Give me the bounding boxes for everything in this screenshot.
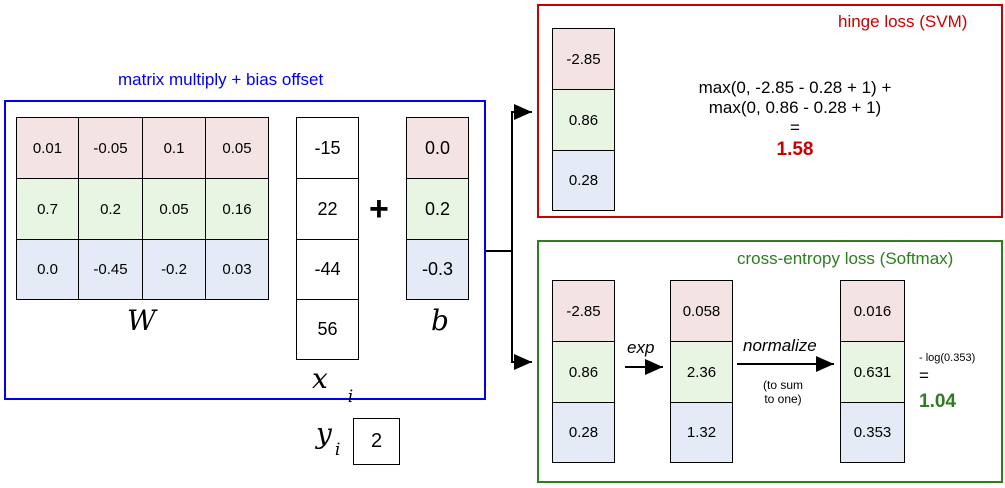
prob-cell: 0.353 bbox=[840, 402, 905, 463]
score-cell: 0.28 bbox=[552, 402, 615, 463]
normalize-label: normalize bbox=[743, 336, 817, 355]
hinge-section-frame bbox=[537, 4, 1003, 218]
W-cell: 0.01 bbox=[16, 117, 79, 179]
softmax-section-frame bbox=[537, 240, 1003, 483]
softmax-section-title: cross-entropy loss (Softmax) bbox=[737, 249, 954, 268]
prob-cell: 0.631 bbox=[840, 341, 905, 403]
x-label: xi bbox=[312, 362, 354, 407]
exp-label: exp bbox=[627, 338, 655, 357]
score-cell: 0.28 bbox=[552, 150, 615, 211]
exp-cell: 0.058 bbox=[670, 280, 733, 342]
W-cell: 0.0 bbox=[16, 239, 79, 300]
score-cell: -2.85 bbox=[552, 28, 615, 90]
W-cell: -0.2 bbox=[142, 239, 206, 300]
W-cell: 0.03 bbox=[205, 239, 269, 300]
softmax-equals: = bbox=[919, 366, 929, 385]
score-cell: 0.86 bbox=[552, 341, 615, 403]
W-cell: 0.16 bbox=[205, 178, 269, 240]
b-cell: 0.2 bbox=[406, 178, 469, 240]
score-cell: 0.86 bbox=[552, 89, 615, 151]
W-cell: 0.05 bbox=[205, 117, 269, 179]
hinge-formula-line1: max(0, -2.85 - 0.28 + 1) + bbox=[698, 78, 892, 97]
b-cell: -0.3 bbox=[406, 239, 469, 300]
prob-cell: 0.016 bbox=[840, 280, 905, 342]
hinge-formula-line2: max(0, 0.86 - 0.28 + 1) bbox=[708, 98, 882, 117]
b-label: b bbox=[431, 304, 449, 337]
W-cell: 0.1 bbox=[142, 117, 206, 179]
normalize-note-line1: (to sum bbox=[762, 378, 803, 392]
y-value-box: 2 bbox=[353, 418, 400, 465]
W-cell: 0.05 bbox=[142, 178, 206, 240]
exp-cell: 2.36 bbox=[670, 341, 733, 403]
softmax-result: 1.04 bbox=[919, 391, 956, 412]
W-cell: 0.2 bbox=[78, 178, 143, 240]
x-cell: 22 bbox=[296, 178, 359, 240]
hinge-section-title: hinge loss (SVM) bbox=[838, 12, 968, 31]
W-label: W bbox=[127, 304, 156, 337]
W-cell: -0.45 bbox=[78, 239, 143, 300]
x-cell: -15 bbox=[296, 117, 359, 179]
hinge-result: 1.58 bbox=[776, 139, 814, 160]
score-cell: -2.85 bbox=[552, 280, 615, 342]
softmax-log-label: - log(0.353) bbox=[919, 352, 976, 364]
normalize-note: (to sum to one) bbox=[748, 378, 818, 406]
matrix-section-frame bbox=[4, 100, 486, 400]
x-cell: -44 bbox=[296, 239, 359, 300]
normalize-note-line2: to one) bbox=[764, 392, 802, 406]
hinge-equals: = bbox=[790, 118, 800, 137]
exp-cell: 1.32 bbox=[670, 402, 733, 463]
x-cell: 56 bbox=[296, 299, 359, 360]
plus-sign: + bbox=[369, 190, 389, 228]
hinge-formula: max(0, -2.85 - 0.28 + 1) + max(0, 0.86 -… bbox=[650, 78, 940, 160]
matrix-section-title: matrix multiply + bias offset bbox=[118, 70, 324, 89]
